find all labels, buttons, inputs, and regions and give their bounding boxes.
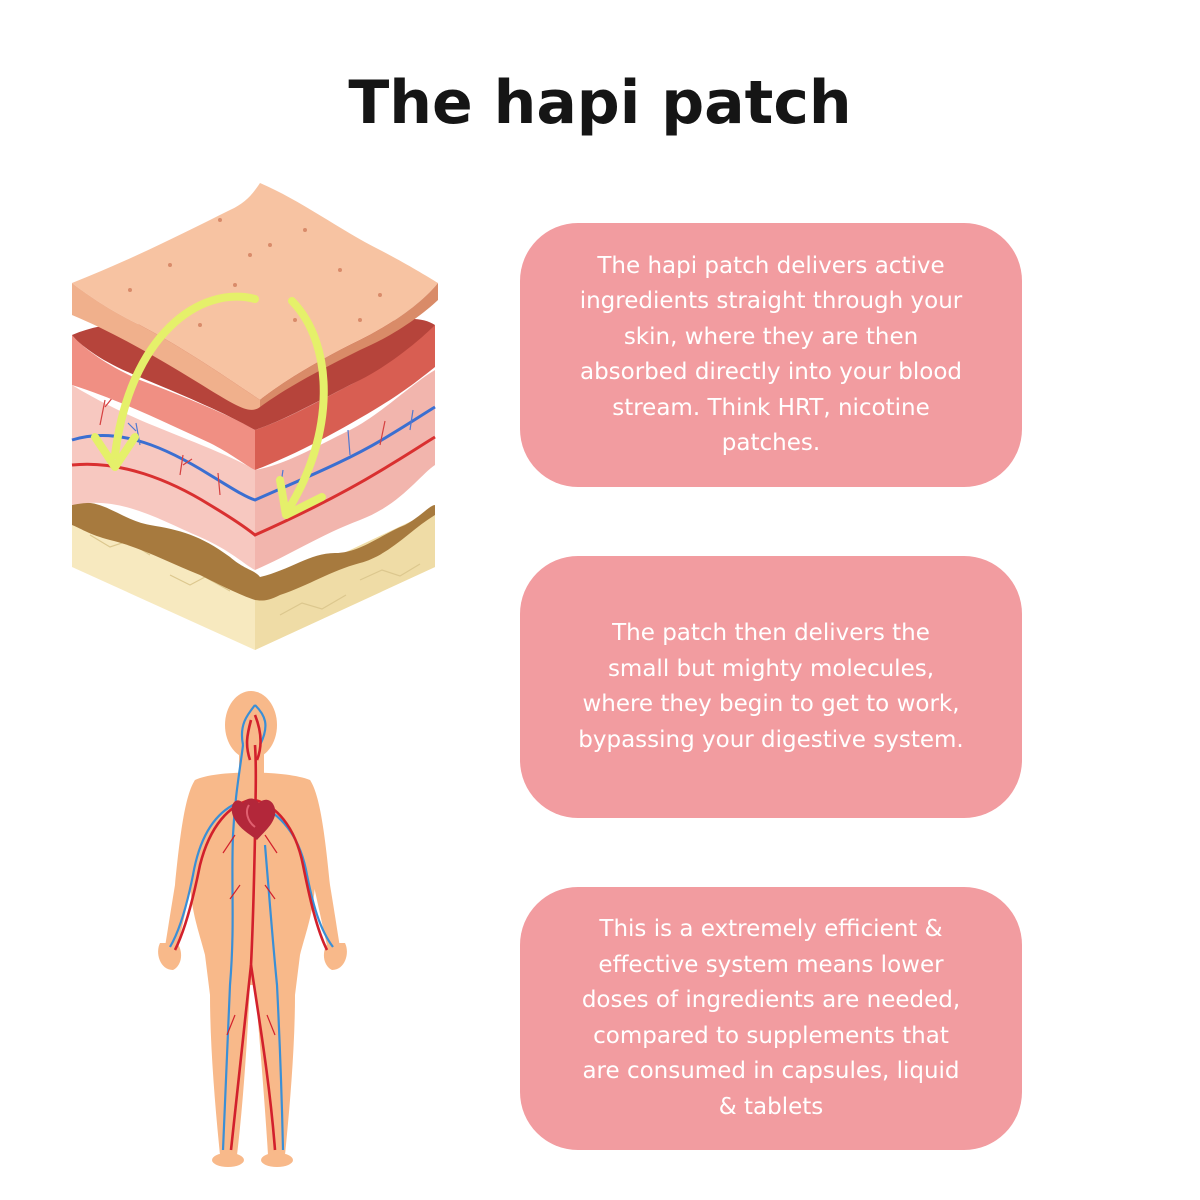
- info-card-absorption: The hapi patch delivers active ingredien…: [520, 223, 1022, 487]
- info-card-text: The patch then delivers the small but mi…: [578, 620, 964, 753]
- info-card-efficiency: This is a extremely efficient & effectiv…: [520, 887, 1022, 1150]
- page-title: The hapi patch: [348, 68, 852, 138]
- info-card-text: This is a extremely efficient & effectiv…: [581, 916, 961, 1120]
- circulatory-system-illustration: [158, 691, 347, 1167]
- info-card-text: The hapi patch delivers active ingredien…: [579, 252, 963, 457]
- skin-layers-illustration: [71, 183, 438, 650]
- info-card-delivery: The patch then delivers the small but mi…: [520, 556, 1022, 818]
